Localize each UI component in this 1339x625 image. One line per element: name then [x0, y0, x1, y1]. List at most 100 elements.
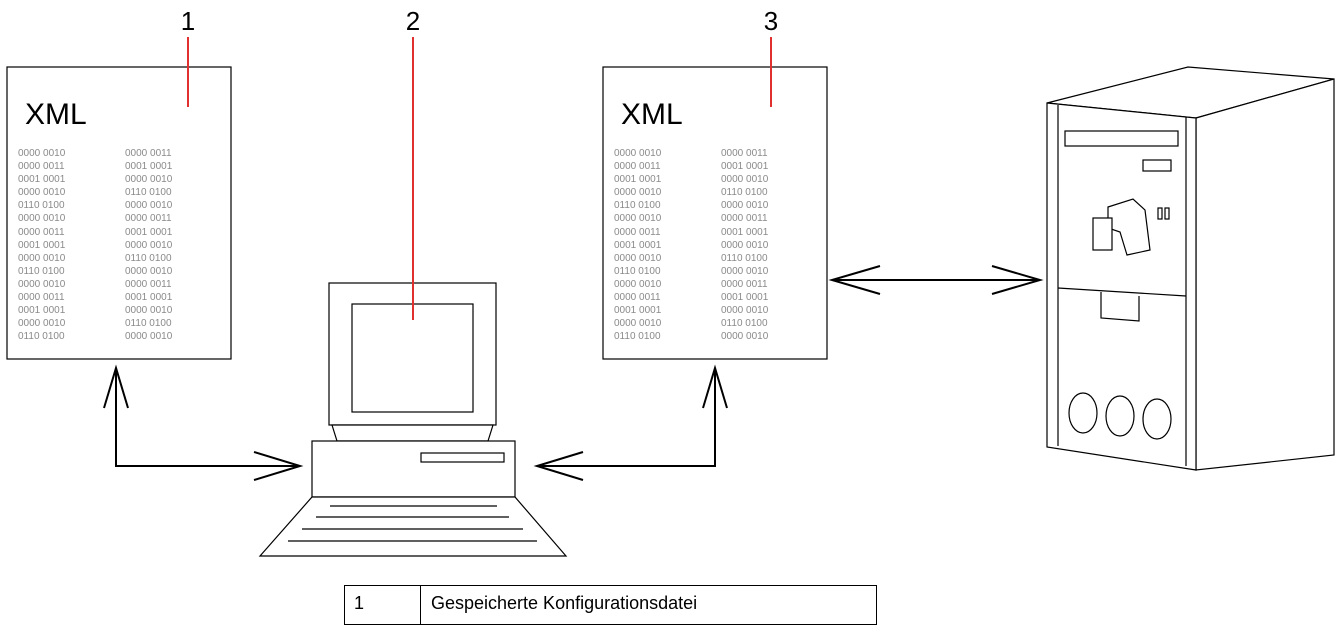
legend-table: 1 Gespeicherte Konfigurationsdatei — [344, 585, 877, 625]
binary-value: 0001 0001 — [721, 292, 769, 304]
document-title: XML — [25, 98, 87, 131]
binary-value: 0000 0010 — [721, 331, 769, 343]
callout-number-3: 3 — [763, 6, 779, 36]
connection-arrows — [103, 265, 1044, 481]
arrowhead-up-right — [702, 364, 728, 409]
legend-text: Gespeicherte Konfigurationsdatei — [431, 593, 698, 613]
binary-value: 0000 0010 — [18, 278, 66, 290]
binary-value: 0000 0011 — [18, 226, 65, 238]
binary-value: 0000 0011 — [614, 292, 661, 304]
fan-2 — [1105, 395, 1135, 437]
arrow-doc3-computer — [537, 370, 716, 467]
binary-value: 0110 0100 — [18, 331, 65, 343]
computer-base — [311, 440, 516, 498]
binary-value: 0000 0010 — [18, 252, 66, 264]
binary-value: 0000 0010 — [614, 252, 662, 264]
binary-value: 0001 0001 — [614, 305, 662, 317]
binary-value: 0000 0010 — [125, 174, 173, 186]
binary-value: 0000 0011 — [125, 278, 172, 290]
binary-value: 0000 0011 — [18, 161, 65, 173]
binary-value: 0000 0010 — [721, 200, 769, 212]
binary-value: 0000 0010 — [18, 213, 66, 225]
binary-value: 0110 0100 — [18, 265, 65, 277]
binary-value: 0001 0001 — [721, 226, 769, 238]
binary-value: 0000 0010 — [18, 187, 66, 199]
binary-value: 0001 0001 — [614, 239, 662, 251]
optical-drive — [1064, 130, 1179, 147]
binary-value: 0110 0100 — [18, 200, 65, 212]
arrowhead-left — [533, 451, 584, 481]
binary-value: 0000 0010 — [18, 318, 66, 330]
binary-value: 0001 0001 — [18, 174, 66, 186]
fan-3 — [1142, 398, 1172, 440]
binary-value: 0000 0010 — [125, 200, 173, 212]
binary-value: 0001 0001 — [721, 161, 769, 173]
binary-value: 0110 0100 — [721, 252, 768, 264]
binary-value: 0001 0001 — [125, 292, 173, 304]
server-tower — [1046, 66, 1335, 471]
document-title: XML — [621, 98, 683, 131]
binary-value: 0000 0011 — [721, 278, 768, 290]
binary-value: 0110 0100 — [125, 318, 172, 330]
binary-value: 0000 0010 — [125, 305, 173, 317]
binary-value: 0001 0001 — [125, 226, 173, 238]
computer — [258, 282, 568, 557]
binary-value: 0000 0010 — [125, 265, 173, 277]
binary-value: 0110 0100 — [614, 331, 661, 343]
server-side — [1195, 78, 1335, 471]
binary-value: 0001 0001 — [614, 174, 662, 186]
xml-document-1 — [6, 66, 232, 360]
binary-value: 0000 0010 — [614, 318, 662, 330]
binary-value: 0000 0010 — [721, 174, 769, 186]
binary-value: 0000 0011 — [721, 148, 768, 159]
binary-value: 0110 0100 — [721, 187, 768, 199]
binary-value: 0000 0011 — [125, 213, 172, 225]
binary-value: 0110 0100 — [125, 187, 172, 199]
monitor-screen — [351, 303, 474, 413]
binary-value: 0000 0010 — [614, 148, 662, 159]
bay-cover — [1100, 292, 1140, 322]
callout-number-1: 1 — [180, 6, 196, 36]
arrowhead-right-server — [991, 265, 1044, 295]
binary-value: 0000 0011 — [614, 161, 661, 173]
floppy-slot — [1142, 159, 1172, 172]
binary-value: 0000 0010 — [614, 278, 662, 290]
binary-value: 0000 0011 — [125, 148, 172, 159]
binary-value: 0000 0010 — [721, 265, 769, 277]
binary-value: 0000 0010 — [125, 331, 173, 343]
connector-icon — [1092, 217, 1113, 251]
monitor-stand — [331, 424, 494, 442]
binary-value: 0001 0001 — [125, 161, 173, 173]
binary-value: 0110 0100 — [614, 200, 661, 212]
xml-document-3 — [602, 66, 828, 360]
arrowhead-left-server — [828, 265, 881, 295]
binary-value: 0110 0100 — [721, 318, 768, 330]
divider — [1057, 287, 1187, 297]
binary-value: 0000 0010 — [614, 187, 662, 199]
binary-value: 0000 0011 — [721, 213, 768, 225]
binary-value: 0001 0001 — [18, 239, 66, 251]
binary-value: 0110 0100 — [125, 252, 172, 264]
arrowhead-right — [253, 451, 304, 481]
binary-value: 0000 0010 — [614, 213, 662, 225]
server-front — [1046, 102, 1197, 471]
binary-value: 0000 0011 — [614, 226, 661, 238]
fan-1 — [1068, 392, 1098, 434]
binary-value: 0000 0010 — [18, 148, 66, 159]
binary-value: 0000 0010 — [125, 239, 173, 251]
binary-value: 0000 0011 — [18, 292, 65, 304]
arrowhead-up-left — [103, 364, 129, 409]
arrow-doc1-computer — [115, 370, 300, 467]
binary-value: 0001 0001 — [18, 305, 66, 317]
binary-value: 0000 0010 — [721, 239, 769, 251]
callout-number-2: 2 — [405, 6, 421, 36]
binary-value: 0110 0100 — [614, 265, 661, 277]
binary-value: 0000 0010 — [721, 305, 769, 317]
disk-drive-slot — [420, 452, 505, 463]
legend-number: 1 — [345, 586, 421, 624]
